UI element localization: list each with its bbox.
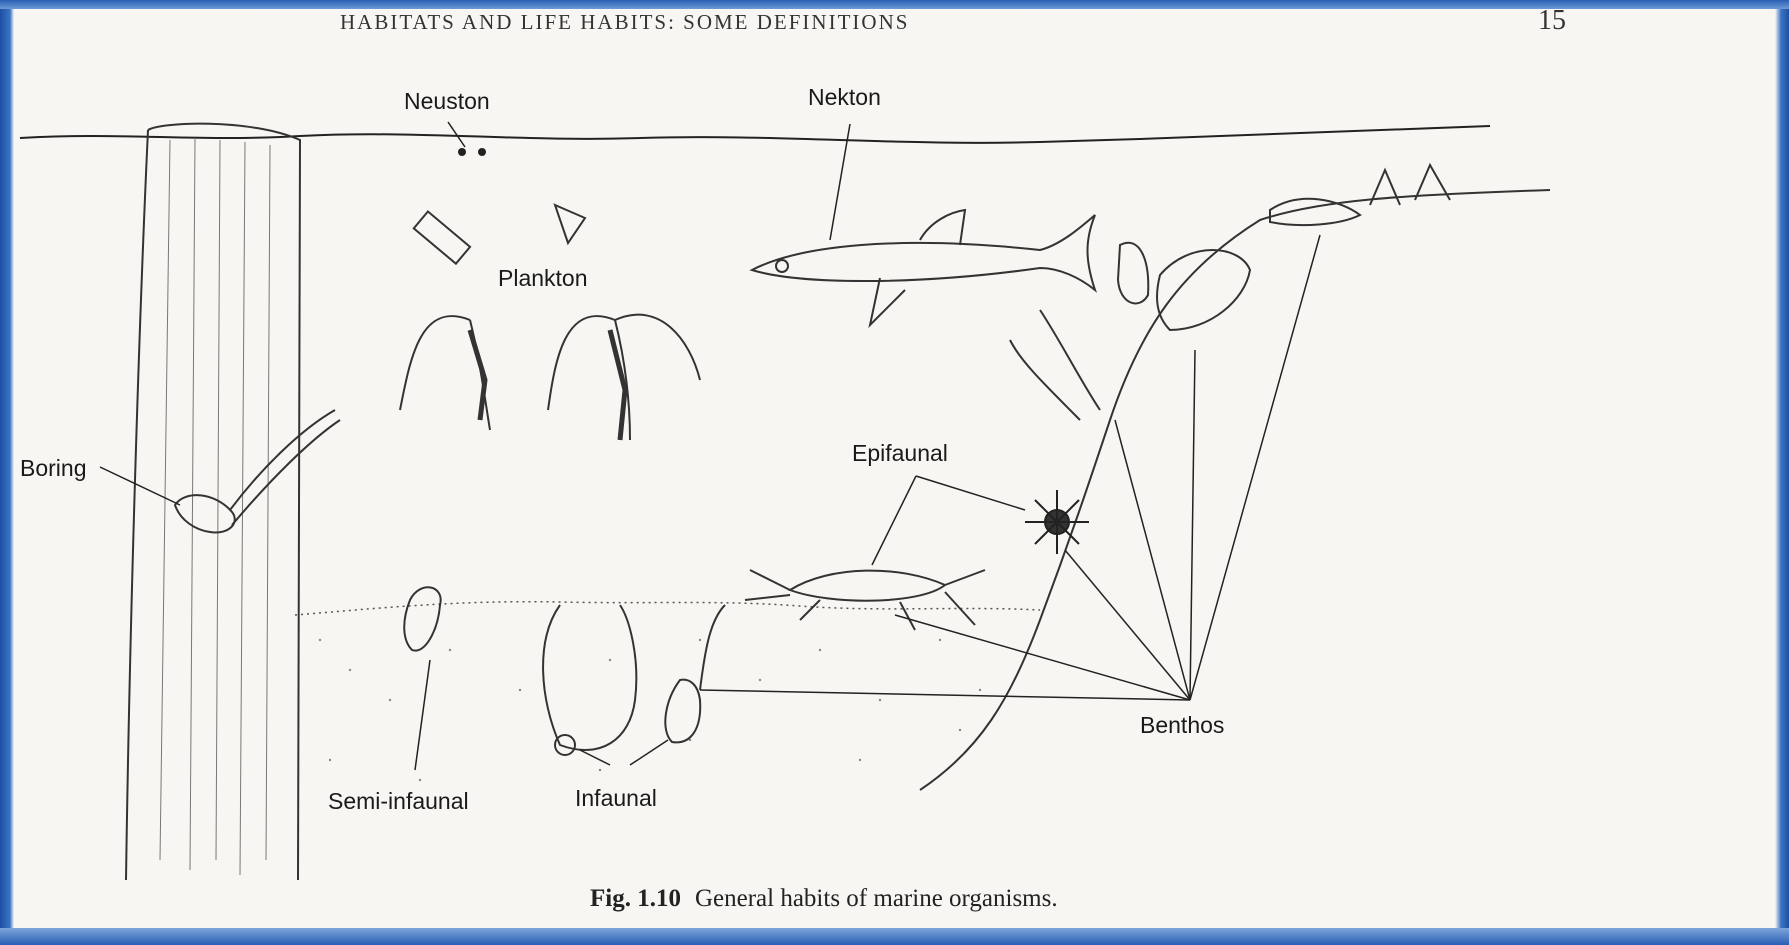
label-pointers — [100, 235, 1320, 770]
epifaunal-pointer-2 — [872, 476, 916, 565]
crab — [745, 570, 985, 630]
infaunal-pointer-1 — [580, 750, 610, 765]
nekton-pointer — [830, 124, 850, 240]
label-epifaunal: Epifaunal — [852, 440, 948, 467]
semi-infaunal-pointer — [415, 660, 430, 770]
water-surface-line — [20, 126, 1490, 143]
semi-infaunal-bivalve — [404, 587, 440, 650]
label-boring: Boring — [20, 455, 86, 482]
label-plankton: Plankton — [498, 265, 588, 292]
rocky-slope — [920, 190, 1550, 790]
sediment-texture — [319, 639, 981, 781]
wooden-piling — [126, 124, 300, 880]
figure-caption: Fig. 1.10 General habits of marine organi… — [590, 885, 1058, 913]
neuston-organisms — [458, 148, 486, 156]
boring-pointer — [100, 467, 180, 505]
epifaunal-slope-organisms — [1010, 165, 1450, 420]
label-benthos: Benthos — [1140, 712, 1224, 739]
neuston-pointer — [448, 122, 465, 147]
label-nekton: Nekton — [808, 84, 881, 111]
label-semi-infaunal: Semi-infaunal — [328, 788, 469, 815]
infaunal-organisms — [543, 605, 725, 755]
boring-organism — [175, 410, 340, 532]
label-neuston: Neuston — [404, 88, 490, 115]
sea-urchin — [1025, 490, 1089, 554]
figure-number: Fig. 1.10 — [590, 885, 681, 912]
infaunal-pointer-2 — [630, 740, 668, 765]
figure-caption-text: General habits of marine organisms. — [695, 885, 1058, 912]
nekton-fish — [752, 210, 1095, 325]
epifaunal-pointer-1 — [916, 476, 1025, 510]
benthos-pointers — [700, 235, 1320, 700]
label-infaunal: Infaunal — [575, 785, 657, 812]
plankton-organisms — [400, 205, 700, 440]
